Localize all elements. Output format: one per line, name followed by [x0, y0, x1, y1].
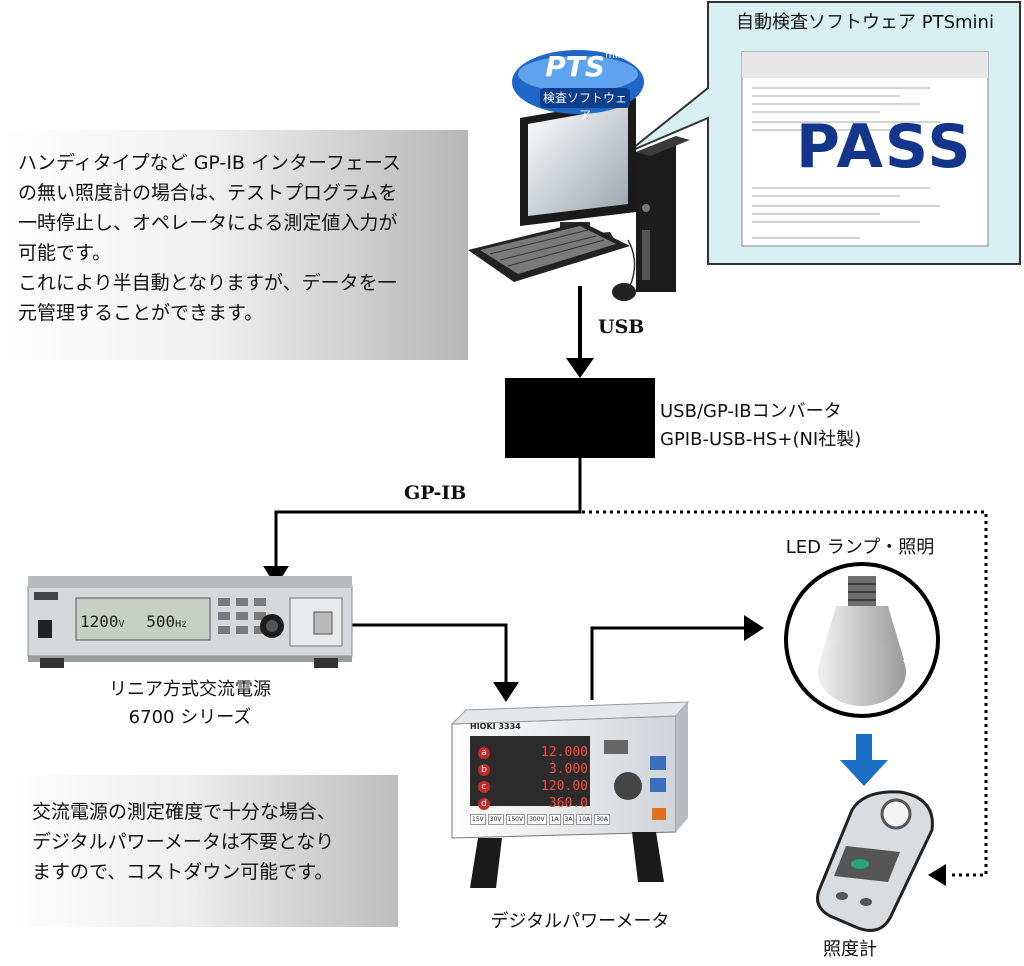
meter-keys: 15V 30V 150V 300V 1A 3A 10A 30A — [470, 814, 670, 825]
frequency-unit: Hz — [175, 619, 188, 630]
reading-d: 360.0 — [548, 796, 588, 811]
pts-logo-text: PTSmini — [536, 50, 636, 83]
pts-logo-caption: 検査ソフトウェア — [542, 91, 627, 122]
pts-logo-sub: mini — [605, 50, 627, 61]
meter-model: 3334 — [498, 722, 521, 731]
channel-c: c — [481, 782, 487, 792]
power-supply-display: 1200V 500Hz — [80, 612, 210, 631]
software-callout-title: 自動検査ソフトウェア PTSmini — [736, 12, 994, 33]
voltage-readout: 1200 — [80, 612, 119, 631]
gpib-link — [263, 458, 582, 586]
meter-readings: 12.000 3.000 120.00 360.0 — [500, 744, 588, 812]
power-info-text: 交流電源の測定確度で十分な場合、 デジタルパワーメータは不要となり ますので、コ… — [32, 801, 337, 883]
key-15v: 15V — [470, 814, 486, 825]
key-30a: 30A — [594, 814, 610, 825]
key-1a: 1A — [548, 814, 561, 825]
channel-b: b — [481, 765, 487, 775]
power-info-note: 交流電源の測定確度で十分な場合、 デジタルパワーメータは不要となり ますので、コ… — [10, 775, 398, 927]
frequency-readout: 500 — [146, 612, 176, 631]
usb-link — [566, 286, 594, 378]
light-arrow — [840, 734, 888, 786]
meter-to-led-link — [590, 615, 764, 700]
voltage-unit: V — [118, 619, 125, 630]
key-30v: 30V — [487, 814, 504, 825]
reading-a: 12.000 — [541, 745, 588, 760]
key-10a: 10A — [576, 814, 593, 825]
manual-input-dotted-link — [582, 510, 988, 886]
power-meter-label: デジタルパワーメータ — [490, 911, 670, 932]
meter-channels: a b c d — [479, 745, 489, 813]
meter-brand-name: HIOKI — [470, 722, 496, 731]
key-150v: 150V — [505, 814, 526, 825]
pass-result: PASS — [796, 112, 973, 182]
meter-brand: HIOKI 3334 — [470, 722, 521, 731]
gpib-label: GP-IB — [404, 482, 467, 504]
key-3a: 3A — [562, 814, 575, 825]
software-callout — [627, 1, 1021, 265]
reading-b: 3.000 — [548, 762, 588, 777]
supply-to-meter-link — [330, 623, 519, 702]
gpib-info-text: ハンディタイプなど GP-IB インターフェース の無い照度計の場合は、テストプ… — [18, 152, 401, 324]
illuminometer — [816, 790, 934, 932]
usb-label: USB — [598, 316, 645, 338]
pc — [468, 98, 690, 301]
gpib-info-note: ハンディタイプなど GP-IB インターフェース の無い照度計の場合は、テストプ… — [0, 130, 468, 360]
pts-logo-main: PTS — [545, 50, 606, 83]
led-bulb — [784, 562, 940, 718]
converter-label: USB/GP-IBコンバータ GPIB-USB-HS+(NI社製) — [660, 401, 862, 450]
channel-d: d — [481, 799, 487, 809]
channel-a: a — [481, 748, 487, 758]
power-supply-label: リニア方式交流電源 6700 シリーズ — [109, 679, 271, 728]
reading-c: 120.00 — [541, 779, 588, 794]
pts-mini-logo — [512, 50, 644, 114]
digital-power-meter — [450, 701, 690, 888]
illuminometer-label: 照度計 — [823, 939, 877, 960]
led-label: LED ランプ・照明 — [785, 537, 935, 558]
usb-gpib-converter — [505, 378, 655, 458]
ac-power-supply — [27, 576, 353, 668]
key-300v: 300V — [527, 814, 547, 825]
